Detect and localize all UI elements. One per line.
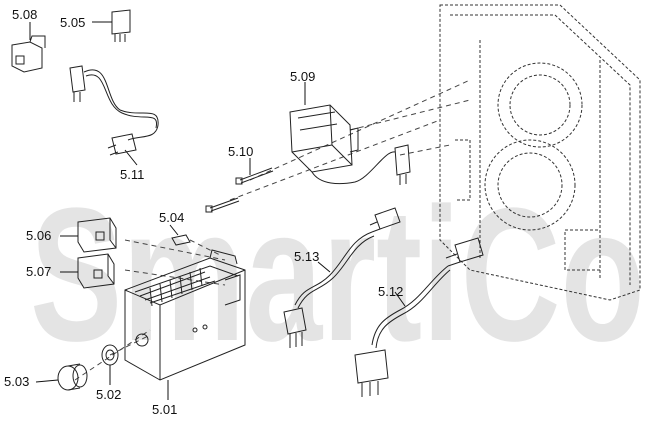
part-5-12-cable xyxy=(354,237,484,397)
part-label-5-03: 5.03 xyxy=(4,374,30,389)
part-label-5-07: 5.07 xyxy=(26,264,52,279)
part-label-5-02: 5.02 xyxy=(96,387,122,402)
boiler-housing xyxy=(439,4,641,301)
part-label-5-13: 5.13 xyxy=(294,249,320,264)
part-label-5-01: 5.01 xyxy=(152,402,178,417)
part-label-5-11: 5.11 xyxy=(120,167,145,182)
watermark-text: SmartiCo xyxy=(30,170,645,370)
part-5-04-insert xyxy=(171,234,191,246)
part-label-5-09: 5.09 xyxy=(290,69,316,84)
watermark: SmartiCo xyxy=(30,170,645,370)
part-label-5-06: 5.06 xyxy=(26,228,52,243)
part-label-5-08: 5.08 xyxy=(12,7,38,22)
part-5-07-plug xyxy=(77,253,115,289)
part-5-08-plug xyxy=(11,35,46,73)
part-5-05-connector xyxy=(111,9,131,42)
part-5-03-knob xyxy=(57,363,88,391)
part-5-06-plug xyxy=(77,217,117,253)
part-5-09-transformer xyxy=(289,104,411,185)
part-label-5-05: 5.05 xyxy=(60,15,86,30)
part-5-11-cable xyxy=(69,65,159,156)
leader-lines xyxy=(29,21,406,400)
part-5-13-cable xyxy=(283,207,401,348)
part-label-5-04: 5.04 xyxy=(159,210,185,225)
part-5-10-screws xyxy=(205,167,274,213)
part-label-5-10: 5.10 xyxy=(228,144,254,159)
part-5-01-control-box xyxy=(124,249,246,381)
assembly-lines xyxy=(74,79,471,381)
part-label-5-12: 5.12 xyxy=(378,284,404,299)
